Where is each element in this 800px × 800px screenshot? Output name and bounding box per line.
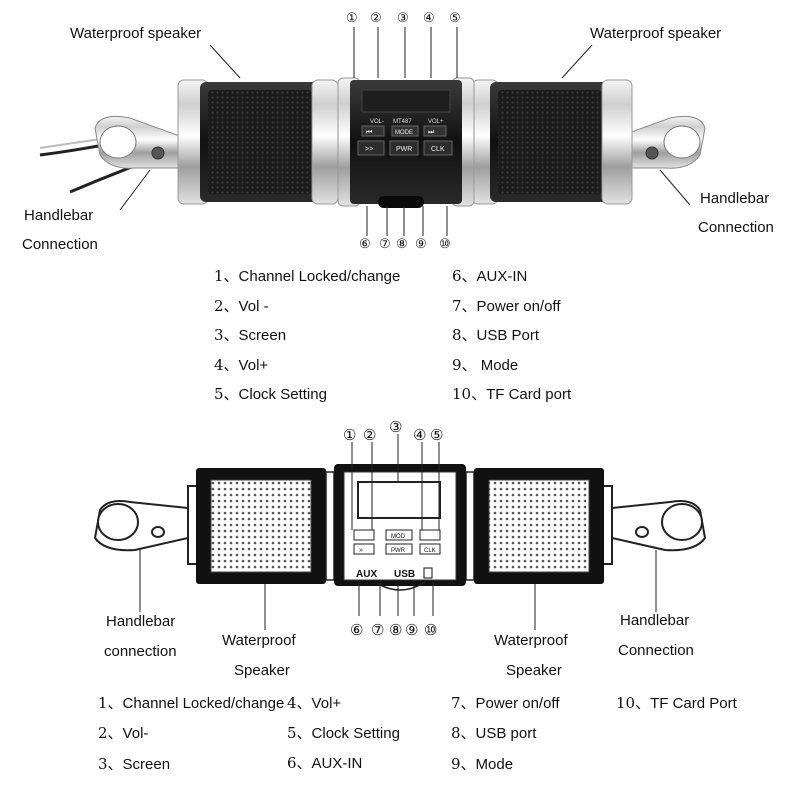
top-callout-6: ⑥ (359, 237, 371, 252)
right-clamp-drawing (601, 485, 707, 565)
bottom-callout-2: ② (363, 426, 377, 444)
top-callout-7: ⑦ (379, 237, 391, 252)
prev-button[interactable] (361, 125, 385, 137)
legend-item: 8、USB Port (452, 326, 540, 344)
top-label-handlebar-right: Handlebar (700, 190, 770, 207)
legend-item: 6、AUX-IN (452, 267, 528, 285)
panel-clk: CLK (431, 146, 445, 153)
top-callout-1: ① (346, 11, 358, 26)
bottom-label-speaker-right: Speaker (506, 662, 562, 679)
pwr-button[interactable] (389, 140, 419, 156)
right-speaker (471, 79, 633, 205)
bottom-callout-10: ⑩ (424, 621, 438, 639)
bottom-panel-usb: USB (394, 569, 415, 580)
ff-button[interactable] (357, 140, 385, 156)
bottom-panel-clk: CLK (424, 548, 436, 554)
legend-item: 3、Screen (98, 755, 171, 773)
center-unit-drawing (334, 464, 466, 591)
bottom-panel-mod: MOD (391, 534, 406, 540)
right-speaker-drawing (465, 468, 604, 584)
bottom-device-drawing: MOD » PWR CLK AUX USB (93, 434, 707, 630)
panel-model: MT487 (393, 119, 412, 125)
top-callout-2: ② (370, 11, 382, 26)
next-icon: ⏭ (428, 129, 435, 136)
top-label-handlebar-left: Handlebar (24, 207, 94, 224)
top-label-waterproof-right: Waterproof speaker (590, 25, 722, 42)
legend-item: 8、USB port (451, 724, 537, 742)
legend-item: 1、Channel Locked/change (98, 694, 285, 712)
legend-item: 5、Clock Setting (287, 724, 400, 742)
panel-pwr: PWR (396, 146, 412, 153)
top-legend-right: 6、AUX-IN 7、Power on/off 8、USB Port 9、 Mo… (452, 265, 571, 413)
legend-item: 1、Channel Locked/change (214, 267, 401, 285)
bottom-callout-4: ④ (413, 426, 427, 444)
panel-mode: MODE (395, 130, 413, 136)
bottom-callout-3: ③ (389, 418, 403, 436)
bottom-callout-8: ⑧ (389, 621, 403, 639)
tf-card-slot-icon (423, 567, 433, 579)
panel-vol-plus: VOL+ (428, 119, 444, 125)
top-callout-9: ⑨ (415, 237, 427, 252)
top-label-connection-left: Connection (22, 236, 98, 253)
legend-item: 10、TF Card port (452, 385, 572, 403)
bottom-callout-7: ⑦ (371, 621, 385, 639)
top-callout-8: ⑧ (396, 237, 408, 252)
legend-item: 9、Mode (451, 755, 514, 773)
legend-item: 7、Power on/off (451, 694, 560, 712)
left-clamp-drawing (93, 485, 199, 565)
top-legend-left: 1、Channel Locked/change 2、Vol - 3、Screen… (214, 265, 400, 413)
bottom-label-waterproof-left: Waterproof (222, 632, 296, 649)
right-handlebar-clamp (614, 115, 706, 169)
legend-item: 10、TF Card Port (616, 694, 737, 712)
legend-item: 7、Power on/off (452, 296, 561, 315)
legend-item: 6、AUX-IN (287, 754, 363, 772)
next-button[interactable] (423, 125, 447, 137)
legend-item: 3、Screen (214, 326, 287, 344)
bottom-label-connection-right: Connection (618, 642, 694, 659)
top-callout-4: ④ (423, 11, 435, 26)
legend-item: 5、Clock Setting (214, 385, 327, 403)
top-label-waterproof-left: Waterproof speaker (70, 25, 202, 42)
bottom-label-waterproof-right: Waterproof (494, 632, 568, 649)
bottom-ff-icon: » (359, 547, 363, 554)
legend-item: 4、Vol+ (214, 355, 269, 374)
top-device-illustration: VOL- MT487 VOL+ ⏮ MODE ⏭ >> PWR CLK (39, 27, 706, 236)
legend-item: 2、Vol - (214, 296, 269, 315)
left-speaker (177, 79, 339, 205)
legend-item: 4、Vol+ (287, 694, 342, 712)
clk-button[interactable] (423, 140, 453, 156)
bottom-callout-5: ⑤ (430, 426, 444, 444)
top-label-connection-right: Connection (698, 219, 774, 236)
top-callout-10: ⑩ (439, 237, 451, 252)
prev-icon: ⏮ (366, 129, 372, 136)
bottom-panel-pwr: PWR (391, 548, 406, 554)
top-callout-5: ⑤ (449, 11, 461, 26)
bottom-label-handlebar-right: Handlebar (620, 612, 690, 629)
panel-vol-minus: VOL- (370, 119, 384, 125)
bottom-label-connection-left: connection (104, 643, 177, 660)
left-speaker-drawing (196, 468, 335, 584)
legend-item: 9、 Mode (452, 355, 519, 374)
top-callout-3: ③ (397, 11, 409, 26)
bottom-callout-1: ① (343, 426, 357, 444)
legend-item: 2、Vol- (98, 724, 149, 742)
bottom-label-handlebar-left: Handlebar (106, 613, 176, 630)
left-handlebar-clamp (94, 115, 186, 169)
bottom-panel-aux: AUX (356, 569, 377, 580)
bottom-label-speaker-left: Speaker (234, 662, 290, 679)
panel-ff: >> (365, 146, 373, 153)
mode-button[interactable] (391, 125, 419, 137)
bottom-callout-9: ⑨ (405, 621, 419, 639)
bottom-callout-6: ⑥ (350, 621, 364, 639)
